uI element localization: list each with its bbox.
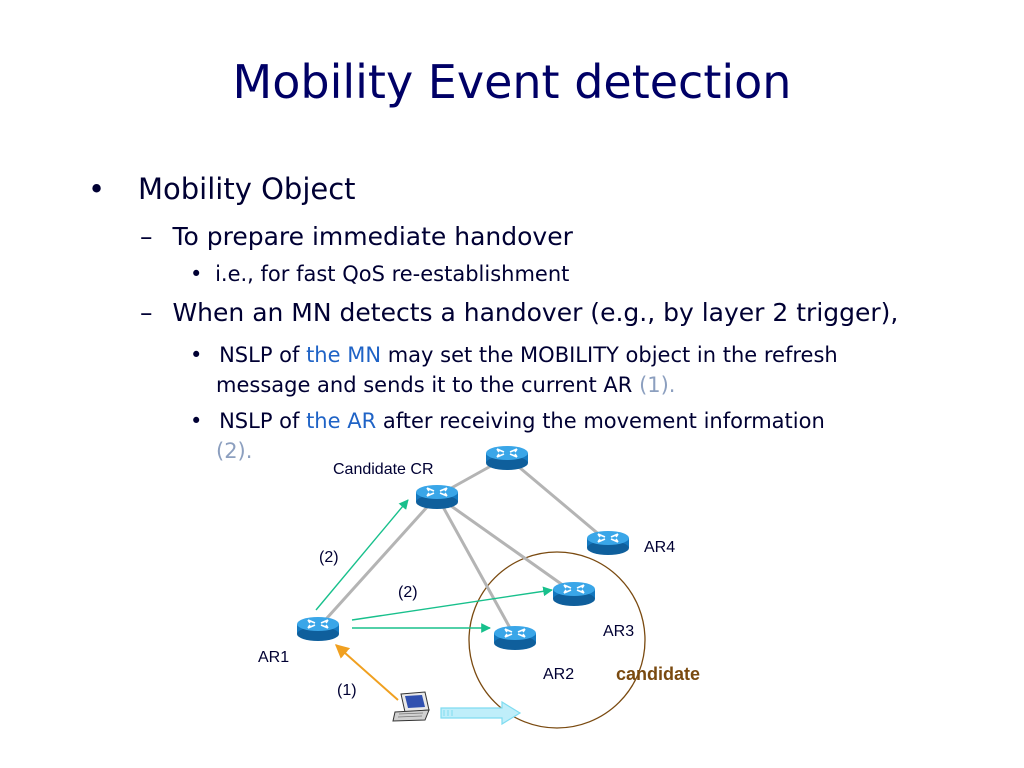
ref-step2: (2). <box>216 439 253 463</box>
bullet-marker: • <box>190 409 203 433</box>
text-pre: NSLP of <box>219 343 307 367</box>
text-post: may set the MOBILITY object in the refre… <box>381 343 838 367</box>
label-ar3: AR3 <box>603 623 634 640</box>
dash-marker: – <box>140 222 153 251</box>
router-icon <box>493 625 537 651</box>
bullet-marker: • <box>190 343 203 367</box>
sub-sub-bullet-ar: • NSLP of the AR after receiving the mov… <box>190 406 950 466</box>
label-candidate: candidate <box>616 664 700 684</box>
sub-bullet-prepare: – To prepare immediate handover <box>140 222 573 251</box>
dash-marker: – <box>140 298 153 327</box>
sub-bullet-text: To prepare immediate handover <box>172 222 573 251</box>
text-pre: NSLP of <box>219 409 307 433</box>
highlight-ar: the AR <box>306 409 377 433</box>
link-top-ar4 <box>506 455 609 544</box>
text-line2: message and sends it to the current AR <box>216 373 640 397</box>
sub-sub-bullet-qos: • i.e., for fast QoS re-establishment <box>190 262 569 286</box>
link-ar1-cr <box>316 494 439 630</box>
bullet-text: Mobility Object <box>138 172 356 206</box>
arrow-mn-ar1 <box>334 644 399 701</box>
router-icon <box>415 484 459 510</box>
router-icon <box>485 445 529 471</box>
link-cr-ar3 <box>436 494 575 595</box>
candidate-circle <box>468 551 646 729</box>
label-candidate-cr: Candidate CR <box>333 461 434 478</box>
label-ar1: AR1 <box>258 649 289 666</box>
bullet-marker: • <box>88 172 106 206</box>
sub-sub-bullet-mn: • NSLP of the MN may set the MOBILITY ob… <box>190 340 950 400</box>
laptop-icon <box>392 691 430 722</box>
label-step2-b: (2) <box>398 584 418 601</box>
arrow-ar1-cr <box>315 499 409 611</box>
label-step2-a: (2) <box>319 549 339 566</box>
slide-title: Mobility Event detection <box>232 55 792 109</box>
router-icon <box>552 581 596 607</box>
label-step1: (1) <box>337 682 357 699</box>
link-cr-ar2 <box>435 495 517 638</box>
router-icon <box>296 616 340 642</box>
arrow-ar1-ar3 <box>351 586 553 621</box>
network-links <box>316 455 609 638</box>
bullet-marker: • <box>190 262 203 286</box>
sub-sub-bullet-text: i.e., for fast QoS re-establishment <box>215 262 570 286</box>
movement-arrow-icon <box>440 700 522 726</box>
highlight-mn: the MN <box>306 343 382 367</box>
router-icon <box>586 530 630 556</box>
signal-arrows <box>315 499 553 633</box>
sub-bullet-text: When an MN detects a handover (e.g., by … <box>172 298 899 327</box>
label-ar2: AR2 <box>543 666 574 683</box>
text-post: after receiving the movement information <box>376 409 825 433</box>
ref-step1: (1). <box>639 373 676 397</box>
label-ar4: AR4 <box>644 539 675 556</box>
sub-bullet-when: – When an MN detects a handover (e.g., b… <box>140 298 898 327</box>
